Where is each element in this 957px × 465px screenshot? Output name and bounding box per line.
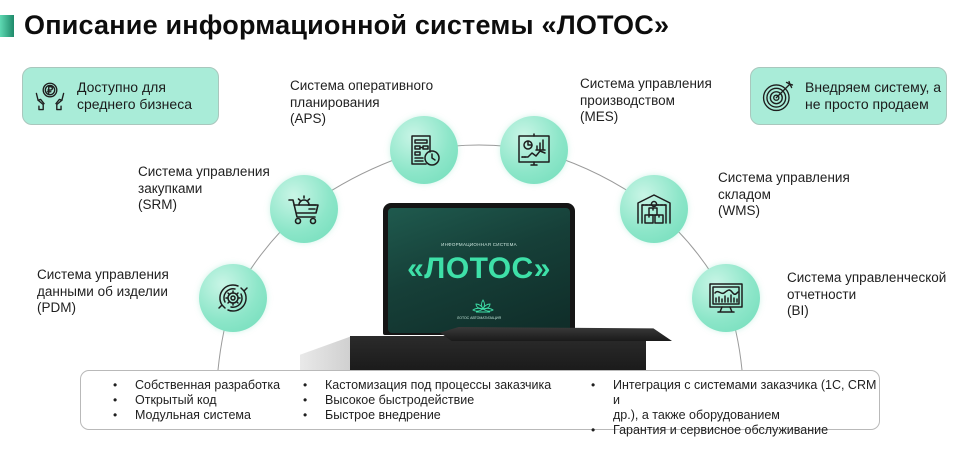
label-abbr: (SRM) [138, 197, 177, 212]
callout-medium-business: Доступно для среднего бизнеса [22, 67, 219, 125]
laptop-illustration: ИНФОРМАЦИОННАЯ СИСТЕМА «ЛОТОС» ЛОТОС АВТ… [383, 203, 575, 338]
planning-document-clock-icon [411, 135, 440, 166]
feature-item: Гарантия и сервисное обслуживание [589, 423, 879, 438]
feature-item: Собственная разработка [111, 378, 280, 393]
label-abbr: (MES) [580, 109, 619, 124]
node-bi[interactable] [692, 264, 760, 332]
page-title: Описание информационной системы «ЛОТОС» [24, 10, 670, 40]
callout-implementation: Внедряем систему, а не просто продаем [750, 67, 947, 125]
label-line: отчетности [787, 286, 857, 302]
callout-text-line: среднего бизнеса [77, 96, 192, 112]
laptop-bezel: ИНФОРМАЦИОННАЯ СИСТЕМА «ЛОТОС» ЛОТОС АВТ… [383, 203, 575, 335]
label-line: Система оперативного [290, 78, 434, 93]
feature-line: Интеграция с системами заказчика (1С, CR… [613, 378, 877, 407]
label-line: складом [718, 186, 771, 202]
warehouse-boxes-icon [637, 194, 671, 224]
monitor-chart-icon [709, 283, 743, 313]
callout-text-line: не просто продаем [805, 96, 929, 112]
label-line: планирования [290, 94, 380, 110]
title-accent-marker [0, 15, 14, 37]
feature-item: Модульная система [111, 408, 280, 423]
hands-ruble-coin-icon [35, 82, 65, 111]
feature-item: Высокое быстродействие [301, 393, 551, 408]
feature-item: Кастомизация под процессы заказчика [301, 378, 551, 393]
screen-logo-caption: ЛОТОС АВТОМАТИЗАЦИЯ [456, 316, 502, 320]
node-wms[interactable] [620, 175, 688, 243]
label-abbr: (WMS) [718, 203, 760, 218]
label-line: Система управления [580, 76, 712, 91]
screen-brand: «ЛОТОС» [407, 252, 551, 285]
laptop-base [440, 327, 672, 341]
label-line: Система управления [718, 170, 850, 185]
label-mes: Система управления производством (MES) [580, 76, 712, 126]
node-pdm[interactable] [199, 264, 267, 332]
features-column-3: Интеграция с системами заказчика (1С, CR… [589, 378, 879, 438]
target-arrow-icon [762, 80, 794, 112]
label-line: Система управления [138, 164, 270, 179]
label-line: данными об изделии [37, 283, 168, 299]
callout-text-line: Внедряем систему, а [805, 79, 942, 95]
feature-item: Быстрое внедрение [301, 408, 551, 423]
label-abbr: (PDM) [37, 300, 76, 315]
label-abbr: (APS) [290, 111, 327, 126]
label-pdm: Система управления данными об изделии (P… [37, 267, 169, 317]
label-aps: Система оперативного планирования (APS) [290, 78, 433, 128]
node-aps[interactable] [390, 116, 458, 184]
feature-line: др.), а также оборудованием [613, 408, 780, 422]
label-line: закупками [138, 180, 203, 196]
pedestal [350, 336, 646, 370]
features-column-1: Собственная разработка Открытый код Моду… [111, 378, 280, 423]
laptop-screen: ИНФОРМАЦИОННАЯ СИСТЕМА «ЛОТОС» ЛОТОС АВТ… [388, 208, 570, 333]
shopping-cart-gear-icon [288, 195, 319, 225]
feature-item: Интеграция с системами заказчика (1С, CR… [589, 378, 879, 423]
node-srm[interactable] [270, 175, 338, 243]
features-column-2: Кастомизация под процессы заказчика Высо… [301, 378, 551, 423]
label-line: производством [580, 92, 675, 108]
lotus-logo-icon [472, 299, 494, 313]
label-abbr: (BI) [787, 303, 809, 318]
features-box: Собственная разработка Открытый код Моду… [80, 370, 880, 438]
screen-subtitle: ИНФОРМАЦИОННАЯ СИСТЕМА [441, 242, 517, 247]
label-srm: Система управления закупками (SRM) [138, 164, 270, 214]
feature-item: Открытый код [111, 393, 280, 408]
callout-text-line: Доступно для [77, 79, 166, 95]
label-line: Система управления [37, 267, 169, 282]
label-wms: Система управления складом (WMS) [718, 170, 850, 220]
presentation-board-chart-icon [518, 133, 550, 166]
label-line: Система управленческой [787, 270, 947, 285]
gear-cycle-icon [218, 284, 248, 312]
node-mes[interactable] [500, 116, 568, 184]
label-bi: Система управленческой отчетности (BI) [787, 270, 946, 320]
